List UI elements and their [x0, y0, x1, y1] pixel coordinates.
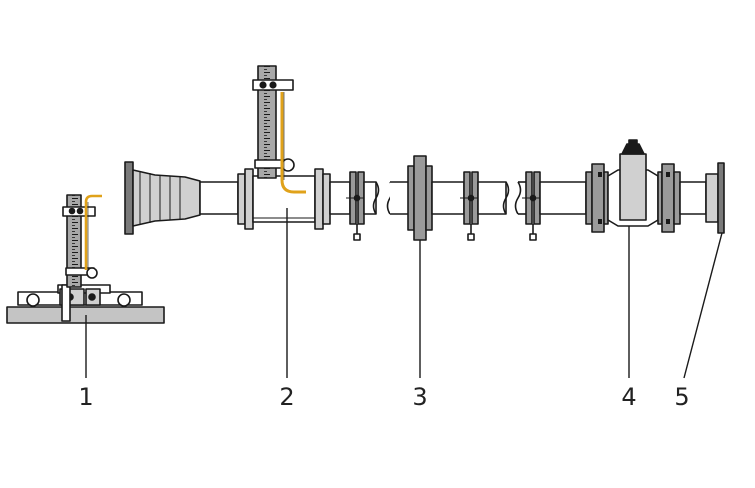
pipe-segment: [477, 181, 507, 215]
measuring-scale-icon: [66, 194, 82, 288]
callout-label-2: 2: [279, 383, 294, 411]
flange: [322, 173, 331, 225]
callout-label-4: 4: [621, 383, 636, 411]
measuring-section: [237, 65, 351, 230]
leader-line: [683, 232, 723, 379]
measuring-body: [252, 175, 316, 223]
bolt: [76, 207, 84, 215]
pipe-run: [346, 155, 587, 241]
end-plate: [717, 162, 725, 234]
pipe-segment: [679, 181, 707, 215]
measuring-scale-icon: [257, 65, 277, 179]
flange: [314, 168, 324, 230]
leader-lines: [85, 208, 723, 379]
flange: [705, 173, 719, 223]
outlet-end-cap: [705, 162, 725, 234]
bolt: [269, 81, 277, 89]
bolt: [88, 293, 96, 301]
gauge-stand: [6, 194, 165, 324]
flange: [407, 165, 415, 231]
roller-wheel-icon: [117, 293, 131, 307]
valve-stem: [619, 153, 647, 221]
bolt: [68, 207, 76, 215]
callout-label-5: 5: [674, 383, 689, 411]
flange: [244, 168, 254, 230]
flange: [585, 171, 593, 225]
bolt: [666, 172, 670, 177]
gauge-tube: [280, 92, 306, 194]
inlet-nozzle: [124, 161, 239, 235]
inlet-flange: [124, 161, 134, 235]
callout-label-1: 1: [78, 383, 93, 411]
bolt: [259, 81, 267, 89]
bolt: [598, 172, 602, 177]
gauge-tube: [84, 194, 102, 270]
bolt: [529, 194, 537, 202]
callout-labels: 1 2 3 4 5: [78, 383, 689, 411]
flange: [425, 165, 433, 231]
bolt: [598, 219, 602, 224]
bolt: [467, 194, 475, 202]
stand-post: [61, 284, 71, 322]
flange: [413, 155, 427, 241]
inlet-cone: [132, 169, 201, 227]
roller-wheel-icon: [26, 293, 40, 307]
gate-valve-icon: [585, 139, 707, 233]
callout-label-3: 3: [412, 383, 427, 411]
pipe-break: [502, 181, 522, 215]
pipe-segment: [539, 181, 587, 215]
knob: [86, 267, 98, 279]
pipe-segment: [390, 182, 408, 214]
flange: [673, 171, 681, 225]
bolt: [666, 219, 670, 224]
valve-cap: [621, 143, 645, 155]
pipe-segment: [431, 181, 465, 215]
pipe-segment: [199, 181, 239, 215]
flange: [237, 173, 246, 225]
bolt: [353, 194, 361, 202]
